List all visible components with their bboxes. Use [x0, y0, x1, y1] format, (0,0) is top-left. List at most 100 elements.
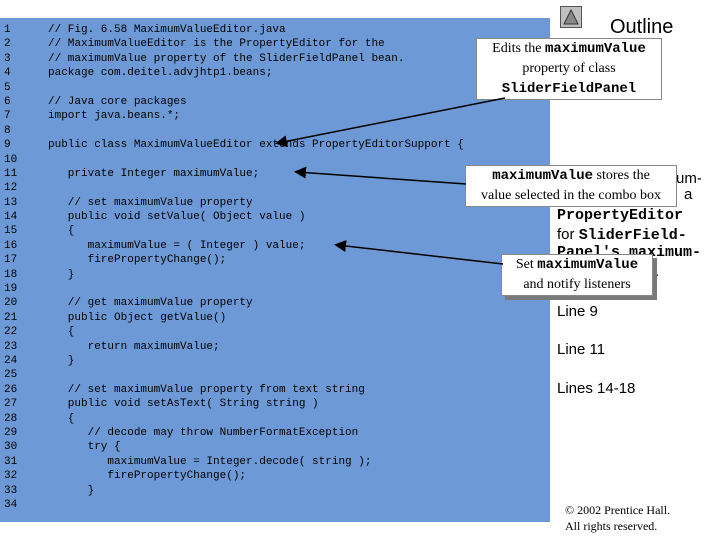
code-line: 8 — [4, 124, 464, 138]
line-number: 18 — [4, 268, 18, 281]
code-line: 15 { — [4, 224, 464, 238]
copyright-line1: © 2002 Prentice Hall. — [565, 503, 671, 517]
line-number: 30 — [4, 441, 18, 454]
code-line: 3// maximumValue property of the SliderF… — [4, 52, 464, 66]
line-number: 2 — [4, 38, 11, 51]
callout-edits-maximumvalue: Edits the maximumValue property of class… — [476, 38, 662, 100]
code-line: 22 { — [4, 325, 464, 339]
line-number: 11 — [4, 167, 18, 180]
code-line: 20 // get maximumValue property — [4, 296, 464, 310]
arrow-to-line-11 — [294, 166, 467, 185]
code-text: } — [48, 484, 95, 497]
callout1-text: Edits the — [492, 41, 546, 56]
line-number: 32 — [4, 470, 18, 483]
code-line: 26 // set maximumValue property from tex… — [4, 383, 464, 397]
line-number: 26 — [4, 383, 18, 396]
code-text: } — [48, 268, 75, 281]
code-text: package com.deitel.advjhtp1.beans; — [48, 67, 273, 80]
line-number: 10 — [4, 153, 18, 166]
copyright: © 2002 Prentice Hall. All rights reserve… — [565, 502, 670, 534]
code-line: 11 private Integer maximumValue; — [4, 167, 464, 181]
code-line: 30 try { — [4, 440, 464, 454]
callout2-mono: maximumValue — [492, 168, 594, 184]
triangle-up-icon — [563, 9, 579, 25]
line-number: 1 — [4, 24, 11, 36]
code-line: 13 // set maximumValue property — [4, 196, 464, 210]
side-text-for-sliderfield: for SliderField- — [557, 226, 687, 244]
code-line: 12 — [4, 181, 464, 195]
callout3-mono: maximumValue — [537, 257, 639, 273]
side-text-fragment-1: um- — [676, 170, 702, 187]
line-number: 22 — [4, 326, 18, 339]
line-number: 15 — [4, 225, 18, 238]
callout2-post: stores the — [593, 168, 650, 183]
code-line: 2// MaximumValueEditor is the PropertyEd… — [4, 37, 464, 51]
code-text: // set maximumValue property — [48, 196, 253, 209]
code-text: public class MaximumValueEditor extends … — [48, 139, 464, 152]
line-number: 14 — [4, 211, 18, 224]
code-line: 6 // Java core packages — [4, 95, 464, 109]
line-number: 8 — [4, 124, 11, 137]
code-text: public void setValue( Object value ) — [48, 211, 306, 224]
line-number: 31 — [4, 455, 18, 468]
code-text: // Java core packages — [48, 95, 187, 108]
line-number: 20 — [4, 297, 18, 310]
line-number: 34 — [4, 498, 18, 511]
line-number: 19 — [4, 283, 18, 296]
code-text: private Integer maximumValue; — [48, 167, 260, 180]
callout-set-and-notify: Set maximumValue and notify listeners — [501, 254, 653, 296]
code-text: public void setAsText( String string ) — [48, 398, 319, 411]
code-text: import java.beans.*; — [48, 110, 181, 123]
side-text-fragment-2: a — [684, 186, 693, 203]
code-text: } — [48, 354, 75, 367]
line-number: 23 — [4, 340, 18, 353]
line-number: 21 — [4, 311, 18, 324]
code-line: 18 } — [4, 268, 464, 282]
callout3-line2: and notify listeners — [523, 277, 631, 292]
code-line: 16 maximumValue = ( Integer ) value; — [4, 239, 464, 253]
code-line: 9 public class MaximumValueEditor extends… — [4, 138, 464, 152]
code-line: 27 public void setAsText( String string … — [4, 397, 464, 411]
outline-title: Outline — [610, 16, 674, 38]
outline-toggle-button[interactable] — [560, 6, 582, 28]
code-line: 25 — [4, 368, 464, 382]
line-number: 12 — [4, 182, 18, 195]
line-number: 17 — [4, 254, 18, 267]
side-label-line-9: Line 9 — [557, 303, 598, 320]
line-number: 25 — [4, 369, 18, 382]
line-number: 4 — [4, 67, 11, 80]
code-text: firePropertyChange(); — [48, 470, 247, 483]
code-line: 5 — [4, 81, 464, 95]
side-text-mono: PropertyEditor — [557, 207, 684, 224]
arrow-to-lines-14-18 — [334, 240, 504, 265]
line-number: 9 — [4, 139, 11, 152]
side-label-lines-14-18: Lines 14-18 — [557, 380, 636, 397]
code-line: 28 { — [4, 412, 464, 426]
code-text: maximumValue = ( Integer ) value; — [48, 239, 306, 252]
code-text: { — [48, 326, 75, 339]
side-text-fragment-6: ). — [650, 263, 660, 280]
line-number: 24 — [4, 354, 18, 367]
code-text: // get maximumValue property — [48, 297, 253, 310]
code-line: 10 — [4, 153, 464, 167]
callout1-mid: property of class — [522, 61, 616, 76]
code-line: 32 firePropertyChange(); — [4, 469, 464, 483]
code-line: 1// Fig. 6.58 MaximumValueEditor.java — [4, 23, 464, 37]
callout1-mono: maximumValue — [545, 41, 646, 57]
side-text-sliderfield: SliderField- — [578, 227, 687, 244]
code-line: 17 firePropertyChange(); — [4, 253, 464, 267]
side-label-line-11: Line 11 — [557, 341, 606, 358]
line-number: 33 — [4, 484, 18, 497]
code-line: 21 public Object getValue() — [4, 311, 464, 325]
line-number: 6 — [4, 95, 11, 108]
code-text: maximumValue = Integer.decode( string ); — [48, 455, 372, 468]
code-line: 14 public void setValue( Object value ) — [4, 210, 464, 224]
line-number: 28 — [4, 412, 18, 425]
code-line: 23 return maximumValue; — [4, 340, 464, 354]
line-number: 29 — [4, 426, 18, 439]
code-text: { — [48, 225, 75, 238]
